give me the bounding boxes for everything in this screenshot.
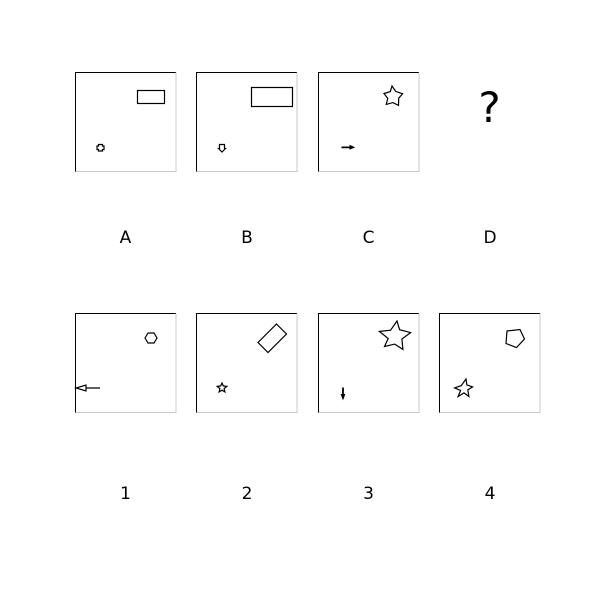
star-shape <box>383 84 404 107</box>
arrow-left-shape <box>73 384 100 392</box>
label-1: 1 <box>120 484 131 504</box>
option-2[interactable] <box>196 313 298 414</box>
panel-b-frame <box>196 72 297 172</box>
option-4-frame <box>439 313 540 413</box>
star-shape <box>215 381 229 394</box>
rotated-rectangle-shape <box>257 323 288 354</box>
label-a: A <box>120 228 132 248</box>
question-mark: ? <box>478 83 500 132</box>
option-1-frame-faint <box>75 313 177 413</box>
panel-d: ? <box>478 83 500 132</box>
option-4-frame-faint <box>439 313 541 413</box>
panel-b-frame-faint <box>196 72 298 172</box>
option-4[interactable] <box>439 313 541 414</box>
pentagon-shape <box>505 328 526 349</box>
cross-shape <box>96 143 105 152</box>
panel-c-frame-faint <box>318 72 420 172</box>
option-3-frame <box>318 313 419 413</box>
panel-a-frame <box>75 72 176 172</box>
option-2-frame-faint <box>196 313 298 413</box>
panel-a-frame-faint <box>75 72 177 172</box>
label-d: D <box>483 228 496 248</box>
option-1[interactable] <box>73 313 177 414</box>
hexagon-shape <box>144 332 158 344</box>
panel-c[interactable] <box>318 72 420 173</box>
arrow-down-shape <box>217 143 227 153</box>
option-3-frame-faint <box>318 313 420 413</box>
option-3[interactable] <box>318 313 420 414</box>
rectangle-shape <box>250 86 294 108</box>
label-4: 4 <box>485 484 496 504</box>
star-shape <box>377 319 412 351</box>
arrow-down-shape <box>340 387 346 401</box>
panel-b[interactable] <box>196 72 298 173</box>
star-shape <box>452 377 474 398</box>
option-1-frame <box>75 313 176 413</box>
label-b: B <box>241 228 253 248</box>
label-3: 3 <box>363 484 374 504</box>
arrow-right-shape <box>341 144 356 150</box>
panel-a[interactable] <box>75 72 177 173</box>
rectangle-shape <box>136 89 166 105</box>
label-c: C <box>363 228 375 248</box>
label-2: 2 <box>242 484 253 504</box>
option-2-frame <box>196 313 297 413</box>
panel-c-frame <box>318 72 419 172</box>
